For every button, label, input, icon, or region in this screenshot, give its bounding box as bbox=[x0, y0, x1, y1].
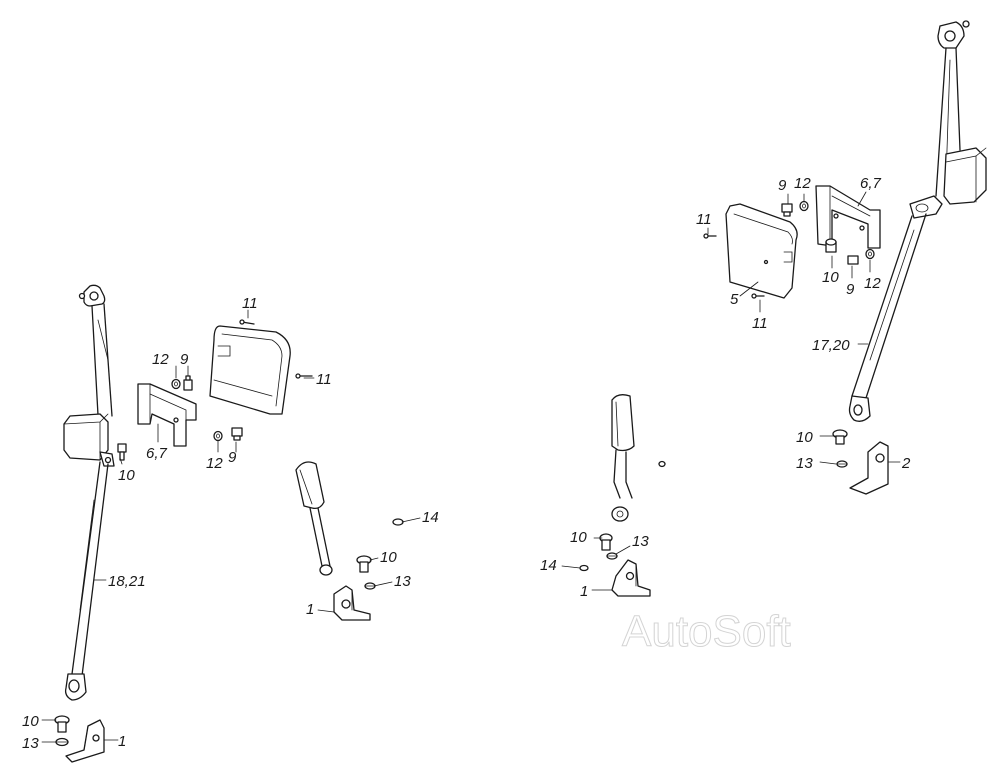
label-13-center-right: 13 bbox=[632, 533, 649, 550]
label-1-center-left: 1 bbox=[306, 601, 314, 618]
bracket-6-7-right bbox=[815, 185, 881, 249]
screw-11-right-top bbox=[703, 233, 717, 239]
bracket-6-7-left bbox=[137, 383, 197, 447]
label-17-20: 17,20 bbox=[812, 337, 850, 354]
label-9-right-top: 9 bbox=[778, 177, 787, 194]
label-10-right: 10 bbox=[796, 429, 813, 446]
label-14-center-right: 14 bbox=[540, 557, 557, 574]
washer-12-left-a bbox=[171, 378, 181, 390]
label-11-right-bottom: 11 bbox=[752, 315, 768, 332]
label-12-right-top: 12 bbox=[794, 175, 811, 192]
nut-13-bottom-left bbox=[55, 737, 69, 747]
cover-left bbox=[209, 325, 291, 415]
nut-13-center-left bbox=[364, 582, 376, 590]
label-13-right: 13 bbox=[796, 455, 813, 472]
washer-12-left-b bbox=[213, 430, 223, 442]
label-6-7-left: 6,7 bbox=[146, 445, 168, 462]
label-18-21: 18,21 bbox=[108, 573, 146, 590]
label-10-bottom-left: 10 bbox=[22, 713, 39, 730]
label-1-bottom-left: 1 bbox=[118, 733, 126, 750]
label-13-bottom-left: 13 bbox=[22, 735, 39, 752]
rivet-14-center-left bbox=[392, 518, 404, 526]
washer-12-right-top bbox=[799, 200, 809, 212]
bolt-10-right bbox=[832, 429, 848, 445]
bracket-1-bottom-left bbox=[65, 719, 105, 763]
anchor-bolt-10-bottom-left bbox=[54, 715, 70, 733]
seat-belt-right-upper bbox=[909, 20, 987, 219]
cover-5-right bbox=[725, 203, 798, 299]
nut-13-center-right bbox=[606, 552, 618, 560]
label-12-b: 12 bbox=[206, 455, 223, 472]
nut-13-right bbox=[836, 460, 848, 468]
label-9-right-mid: 9 bbox=[846, 281, 855, 298]
screw-11-left-top bbox=[239, 319, 255, 325]
label-10-center-right: 10 bbox=[570, 529, 587, 546]
label-9-b: 9 bbox=[228, 449, 237, 466]
bolt-10-center-right bbox=[599, 533, 613, 551]
label-10-center-left: 10 bbox=[380, 549, 397, 566]
label-12-right-mid: 12 bbox=[864, 275, 881, 292]
label-10-right-mid: 10 bbox=[822, 269, 839, 286]
label-10-left: 10 bbox=[118, 467, 135, 484]
bolt-9-right-top bbox=[781, 203, 793, 217]
bolt-9-right-mid bbox=[847, 255, 859, 265]
seat-belt-right-lower-strap bbox=[848, 213, 927, 422]
bolt-9-left-a bbox=[183, 375, 193, 391]
label-6-7-right: 6,7 bbox=[860, 175, 882, 192]
label-2: 2 bbox=[901, 455, 911, 472]
bolt-10-left bbox=[117, 443, 127, 461]
bolt-10-right-mid bbox=[825, 238, 837, 253]
bracket-1-center-right bbox=[611, 559, 651, 597]
bracket-1-center-left bbox=[333, 585, 371, 621]
label-11-right-top: 11 bbox=[696, 211, 712, 228]
bolt-9-left-b bbox=[231, 427, 243, 441]
label-1-center-right: 1 bbox=[580, 583, 588, 600]
rivet-14-center-right bbox=[658, 460, 666, 468]
leader-lines bbox=[41, 191, 901, 743]
bolt-10-center-left bbox=[356, 555, 372, 573]
screw-11-right-bottom bbox=[751, 293, 765, 299]
label-12-a: 12 bbox=[152, 351, 169, 368]
bracket-2-right bbox=[849, 441, 889, 495]
buckle-center-left bbox=[295, 461, 333, 576]
callout-labels: 11 11 12 9 6,7 12 9 10 18,21 10 13 1 14 … bbox=[22, 175, 911, 752]
watermark: AutoSoft bbox=[622, 607, 791, 656]
label-9-a: 9 bbox=[180, 351, 189, 368]
rivet-14-center-right-low bbox=[579, 564, 589, 572]
screw-11-left-right bbox=[295, 373, 313, 379]
label-5: 5 bbox=[730, 291, 739, 308]
seat-belt-left-lower-strap bbox=[64, 461, 109, 701]
label-13-center-left: 13 bbox=[394, 573, 411, 590]
seat-belt-left-upper bbox=[63, 284, 115, 467]
washer-12-right-mid bbox=[865, 248, 875, 260]
label-14-center-left: 14 bbox=[422, 509, 439, 526]
label-11-b: 11 bbox=[316, 371, 332, 388]
label-11-a: 11 bbox=[242, 295, 258, 312]
buckle-center-right bbox=[611, 394, 635, 522]
